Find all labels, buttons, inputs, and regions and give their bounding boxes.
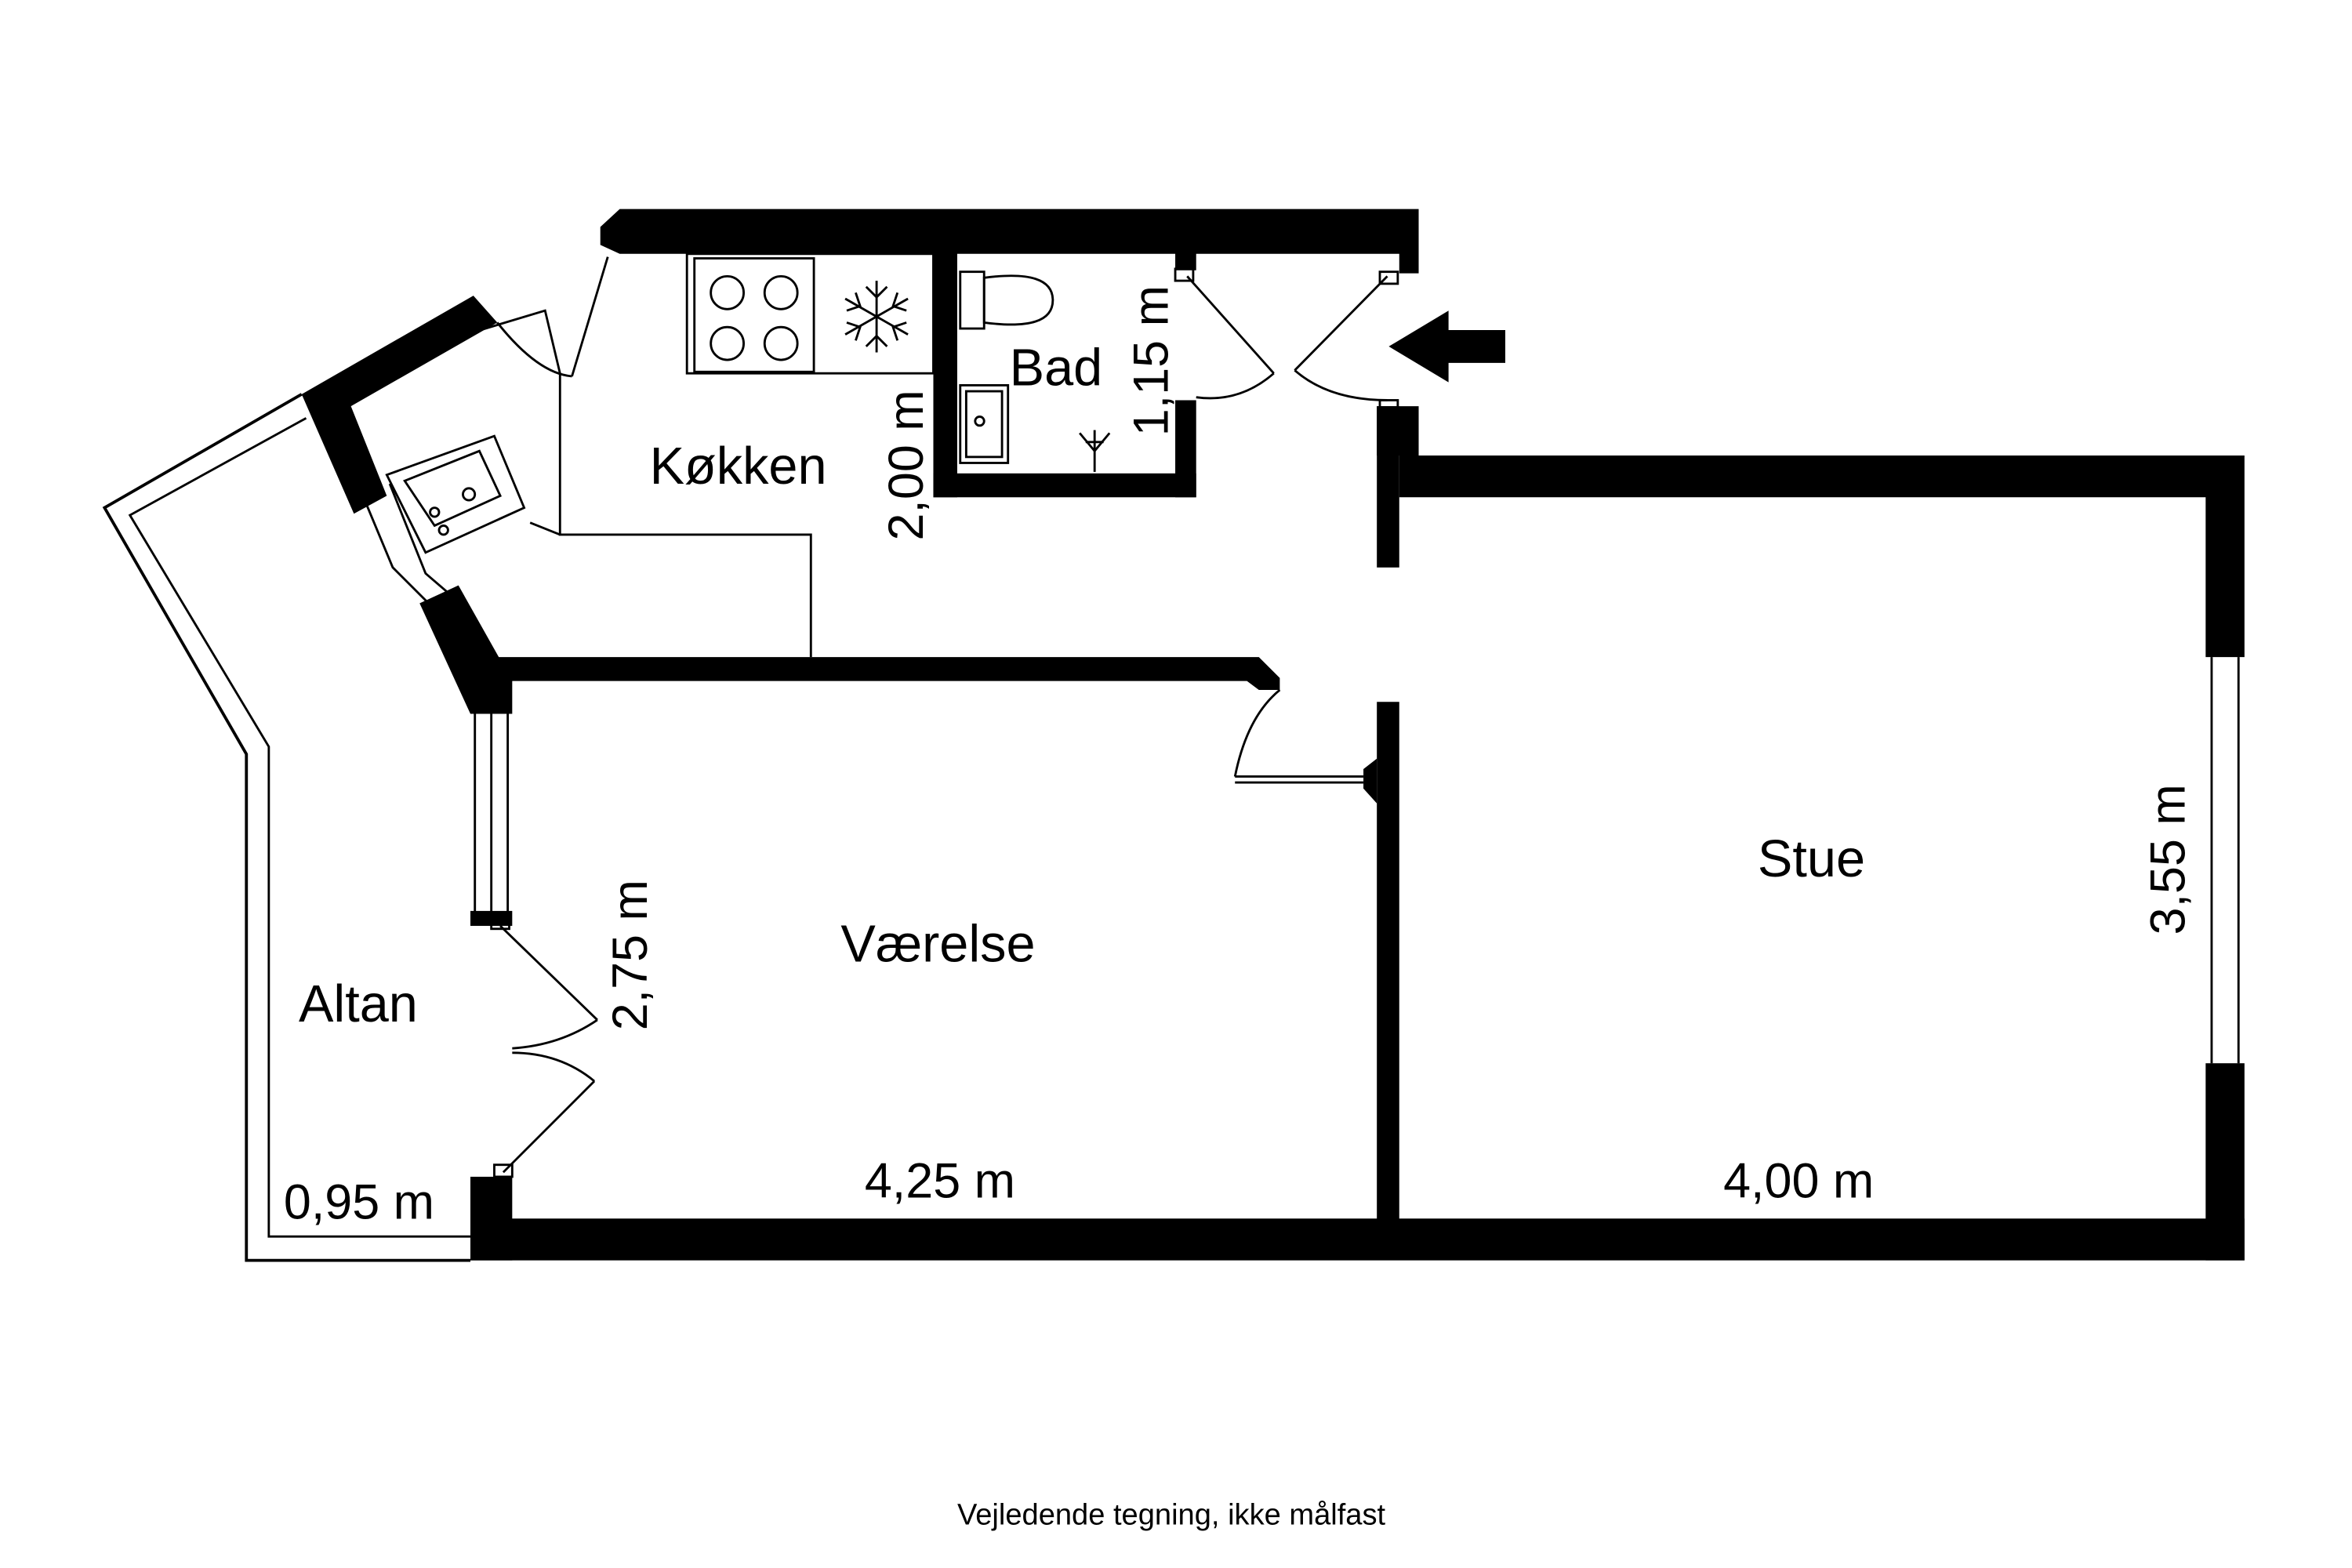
wall-divider — [1377, 702, 1399, 1232]
doors — [490, 256, 1399, 1178]
wall-bath-bottom — [933, 473, 1196, 498]
sink-icon — [385, 434, 526, 554]
room-labels: Køkken Bad Værelse Stue Altan — [299, 339, 1865, 1033]
room-label-living: Stue — [1758, 830, 1865, 888]
dimension-bedroom-depth: 2,75 m — [603, 880, 658, 1030]
room-label-bedroom: Værelse — [840, 916, 1035, 974]
room-label-kitchen: Køkken — [650, 437, 827, 495]
balcony-outline — [102, 393, 470, 1262]
wall-living-top — [1377, 406, 2245, 658]
wall-diagonal-upper — [301, 296, 498, 514]
wall-bath-right — [1175, 400, 1196, 498]
wall-bath-left — [933, 246, 957, 498]
dimension-living-depth: 3,55 m — [2141, 784, 2196, 935]
shower-icon — [959, 384, 1010, 464]
stove-icon — [693, 257, 815, 373]
wall-bottom — [470, 1218, 2245, 1261]
wall-bedroom-top — [470, 657, 1280, 714]
wall-bath-right-top — [1175, 246, 1196, 270]
freezer-icon — [844, 281, 909, 353]
disclaimer-note: Vejledende tegning, ikke målfast — [957, 1499, 1386, 1532]
toilet-icon — [959, 270, 1054, 330]
dimension-bedroom-width: 4,25 m — [865, 1154, 1015, 1209]
dimension-living-width: 4,00 m — [1723, 1154, 1874, 1209]
thin-lines — [102, 252, 2240, 1262]
walls — [301, 209, 2245, 1261]
room-label-balcony: Altan — [299, 975, 418, 1033]
floor-drain-icon — [1079, 430, 1111, 472]
wall-top — [600, 209, 1419, 274]
room-label-bathroom: Bad — [1010, 339, 1103, 397]
wall-bottom-left-stub — [470, 1176, 513, 1261]
dimension-labels: 2,00 m 1,15 m 2,75 m 4,25 m 4,00 m 3,55 … — [284, 285, 2196, 1229]
wall-diagonal-lower — [419, 585, 513, 714]
dimension-bathroom-width: 1,15 m — [1124, 285, 1179, 436]
dimension-balcony-width: 0,95 m — [284, 1174, 434, 1229]
entrance-arrow-icon — [1388, 310, 1505, 383]
dimension-kitchen-depth: 2,00 m — [879, 390, 934, 540]
